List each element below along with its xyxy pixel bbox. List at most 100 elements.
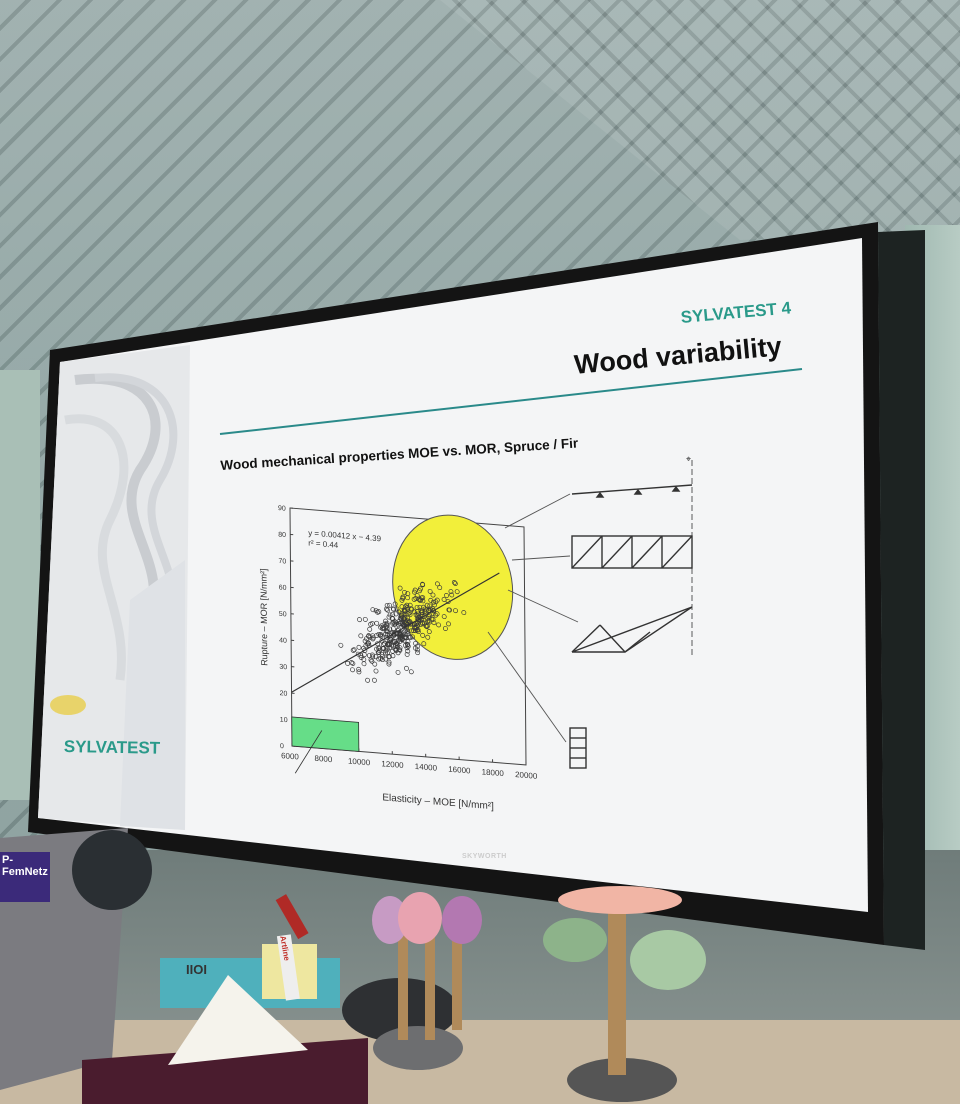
data-point — [351, 647, 357, 653]
data-point — [415, 650, 421, 656]
data-point — [421, 604, 427, 610]
data-point — [452, 581, 458, 586]
data-point — [433, 599, 439, 605]
data-point — [372, 661, 378, 667]
data-point — [403, 634, 409, 640]
plot-frame — [289, 507, 527, 766]
data-point — [437, 585, 443, 591]
data-point — [412, 587, 418, 593]
data-point — [436, 622, 442, 628]
data-point — [350, 660, 356, 666]
data-point — [405, 631, 411, 637]
data-point — [415, 622, 421, 628]
data-point — [448, 589, 454, 595]
data-point — [365, 677, 371, 683]
data-point — [375, 609, 381, 615]
data-point — [402, 632, 408, 638]
data-point — [374, 646, 379, 652]
data-point — [415, 611, 421, 617]
data-point — [369, 658, 375, 664]
data-point — [385, 607, 391, 613]
data-point — [402, 589, 408, 595]
data-point — [376, 645, 382, 651]
data-point — [370, 654, 376, 660]
data-point — [358, 652, 364, 658]
monitor-side-panel — [878, 230, 925, 950]
y-tick-label: 10 — [280, 717, 288, 725]
y-tick-label: 70 — [278, 558, 286, 566]
data-point — [397, 645, 403, 651]
data-point — [451, 580, 457, 585]
data-point — [427, 588, 433, 594]
data-point — [426, 629, 432, 635]
data-point — [381, 626, 387, 632]
data-point — [386, 659, 392, 665]
data-point — [411, 609, 417, 615]
box-label: IIOI — [186, 962, 207, 977]
data-point — [393, 647, 399, 653]
data-point — [417, 597, 423, 603]
data-point — [413, 641, 419, 647]
tissue — [168, 975, 308, 1065]
data-point — [419, 612, 425, 618]
felt-flower-pot — [567, 1058, 677, 1102]
y-tick-label: 20 — [280, 690, 288, 698]
data-point — [413, 595, 419, 601]
data-point — [382, 641, 387, 647]
data-point — [441, 597, 447, 602]
data-point — [446, 607, 452, 613]
data-point — [373, 668, 379, 674]
data-point — [391, 638, 397, 644]
data-point — [377, 632, 383, 638]
y-tick-label: 0 — [280, 743, 284, 750]
y-tick-label: 60 — [279, 584, 287, 592]
data-point — [370, 636, 376, 642]
data-point — [461, 610, 467, 616]
data-point — [345, 660, 351, 666]
data-point — [404, 651, 410, 657]
data-point — [422, 613, 427, 619]
data-point — [392, 621, 398, 627]
marker-pen — [276, 934, 300, 1001]
data-point — [421, 641, 427, 647]
data-point — [367, 626, 373, 632]
data-point — [350, 667, 355, 673]
x-tick-label: 18000 — [482, 767, 505, 778]
data-point — [400, 594, 406, 600]
data-point — [376, 646, 382, 651]
felt-flowers — [543, 886, 706, 1075]
data-point — [356, 666, 362, 672]
regression-line — [291, 572, 500, 693]
data-point — [453, 608, 458, 614]
architecture-image — [38, 345, 190, 830]
data-point — [389, 642, 395, 648]
data-point — [405, 641, 410, 647]
data-point — [405, 648, 411, 654]
data-point — [401, 638, 407, 644]
data-point — [397, 585, 403, 591]
laptop-sticker: P-FemNetz — [0, 852, 50, 902]
data-point — [442, 626, 448, 632]
data-point — [407, 602, 413, 608]
low-grade-highlight — [291, 716, 360, 752]
data-point — [428, 597, 434, 603]
data-point — [364, 641, 370, 647]
data-point — [386, 614, 392, 620]
title-divider — [219, 368, 803, 435]
x-tick-label: 8000 — [314, 754, 332, 764]
data-point — [429, 616, 435, 622]
data-point — [454, 589, 460, 595]
data-point — [373, 608, 379, 614]
data-point — [419, 609, 425, 615]
data-point — [391, 631, 397, 636]
data-point — [392, 601, 398, 607]
low-grade-pointer — [294, 730, 323, 774]
data-point — [376, 609, 382, 615]
data-point — [412, 625, 418, 631]
x-tick-label: 20000 — [515, 770, 538, 781]
data-point — [419, 620, 425, 626]
data-point — [384, 606, 389, 612]
sylvatest-logo: SYLVATEST — [63, 737, 161, 758]
felt-tulips-pot — [373, 1026, 463, 1070]
data-point — [405, 595, 410, 601]
